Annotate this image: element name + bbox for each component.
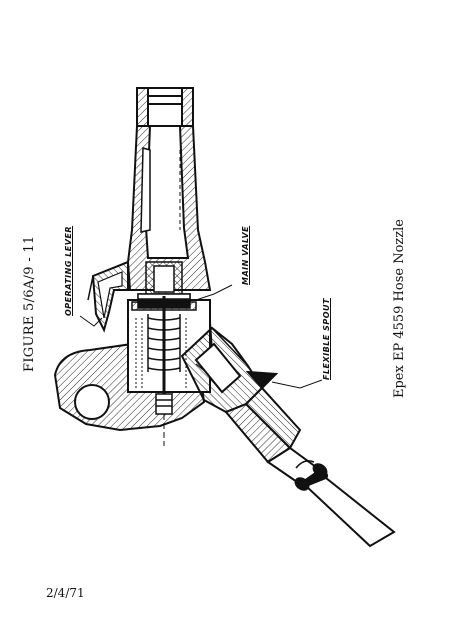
callout-leaders [79, 284, 323, 389]
main-valve-label: MAIN VALVE [241, 225, 250, 285]
handle-body [126, 125, 212, 291]
document-date: 2/4/71 [46, 586, 85, 600]
spout-tube [266, 446, 396, 548]
flexible-spout-label: FLEXIBLE SPOUT [322, 298, 331, 380]
main-valve-stem [147, 296, 181, 446]
flexible-spout [224, 370, 302, 464]
operating-lever-label: OPERATING LEVER [64, 225, 73, 316]
operating-lever [87, 260, 129, 333]
inlet-fitting [136, 87, 194, 127]
spout-collar [180, 326, 264, 414]
figure-number: FIGURE 5/6A/9 - 11 [22, 235, 37, 372]
figure-caption: Epex EP 4559 Hose Nozzle [392, 219, 407, 398]
